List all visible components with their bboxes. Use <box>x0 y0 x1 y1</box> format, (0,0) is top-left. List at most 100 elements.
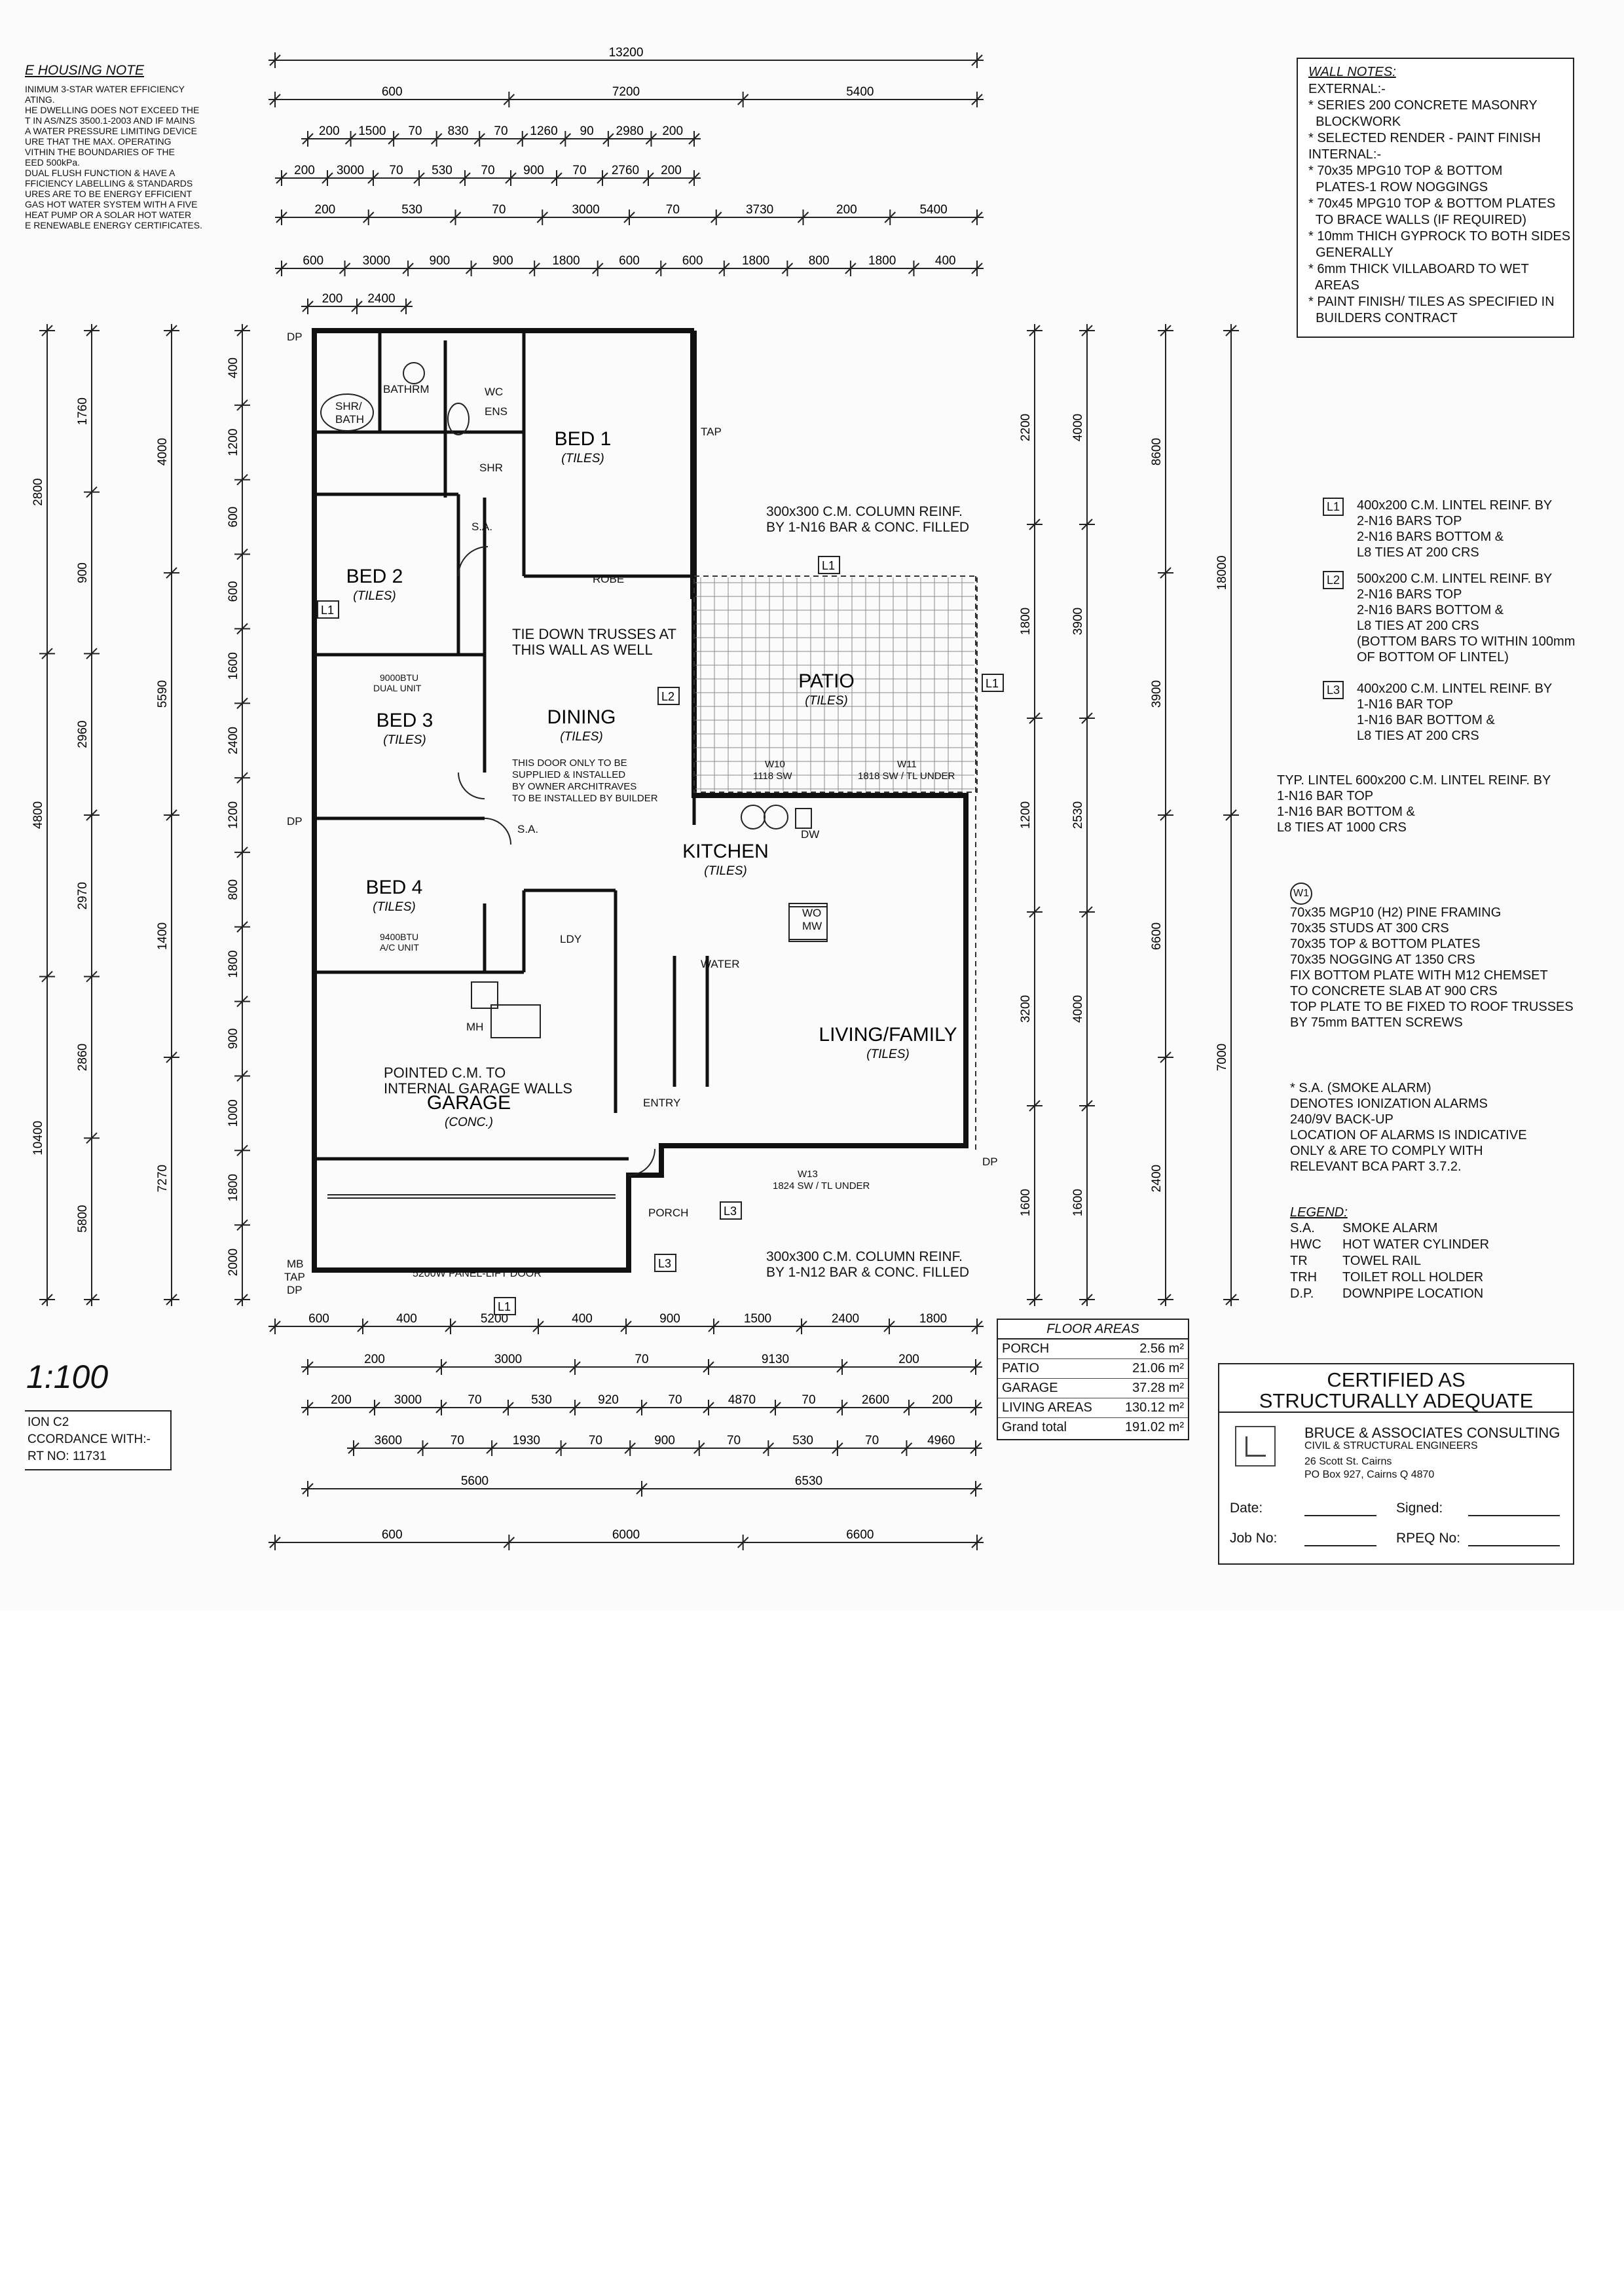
framing-line-6: TOP PLATE TO BE FIXED TO ROOF TRUSSES <box>1290 1000 1574 1014</box>
signed-label: Signed: <box>1396 1501 1443 1516</box>
wall-note-line-8: TO BRACE WALLS (IF REQUIRED) <box>1308 213 1527 227</box>
label-ens: ENS <box>485 405 507 418</box>
lintel-line: 400x200 C.M. LINTEL REINF. BY <box>1357 682 1553 696</box>
patio-tile-grid <box>695 577 974 791</box>
bottom-dim-5-label: 6530 <box>795 1474 822 1488</box>
top-dim-6-label: 1800 <box>742 254 769 268</box>
left-dim-2-label: 2860 <box>76 1044 90 1071</box>
job-label: Job No: <box>1230 1531 1278 1546</box>
window-w13-size: 1824 SW / TL UNDER <box>773 1180 870 1192</box>
door-swing-bed3 <box>458 772 485 799</box>
lintel-tag: L1 <box>1323 498 1344 516</box>
garage-door <box>327 1194 616 1199</box>
lintel-line: OF BOTTOM OF LINTEL) <box>1357 650 1509 665</box>
top-dim-3-label: 1500 <box>358 124 386 138</box>
job-line <box>1304 1545 1376 1546</box>
housing-note-title: E HOUSING NOTE <box>25 63 145 78</box>
label-robe-bed1: ROBE <box>593 573 624 585</box>
wall-note-line-1: * SERIES 200 CONCRETE MASONRY <box>1308 98 1538 113</box>
window-w10-size: 1118 SW <box>753 771 792 782</box>
bottom-dim-1-label: 2400 <box>832 1312 859 1326</box>
label-mh: MH <box>466 1021 483 1033</box>
label-bath: BATH <box>335 413 364 426</box>
top-dim-4-label: 3000 <box>337 164 364 177</box>
top-dim-6-label: 400 <box>935 254 956 268</box>
top-dim-7-label: 200 <box>322 292 343 306</box>
door-note-1: THIS DOOR ONLY TO BE <box>512 757 627 769</box>
top-dim-5-label: 70 <box>666 203 680 217</box>
label-bathrm: BATHRM <box>383 383 430 395</box>
top-dim-3-label: 200 <box>319 124 340 138</box>
left-dim-1-label: 4800 <box>31 801 45 829</box>
column-note-1b: BY 1-N16 BAR & CONC. FILLED <box>766 520 969 535</box>
right-dim-2-label: 4000 <box>1071 414 1085 441</box>
smoke-line-5: RELEVANT BCA PART 3.7.2. <box>1290 1159 1462 1174</box>
smoke-alarm-notes: * S.A. (SMOKE ALARM)DENOTES IONIZATION A… <box>1290 1080 1527 1175</box>
cert-line-1: ION C2 <box>28 1415 69 1429</box>
right-dim-2-label: 4000 <box>1071 995 1085 1023</box>
left-dim-2-label: 900 <box>76 562 90 583</box>
date-line <box>1304 1515 1376 1516</box>
top-dim-3-label: 70 <box>408 124 422 138</box>
bottom-dim-2-label: 9130 <box>762 1353 789 1366</box>
column-note-2b: BY 1-N12 BAR & CONC. FILLED <box>766 1265 969 1280</box>
left-dim-3-label: 7270 <box>156 1165 170 1192</box>
bottom-dim-3-label: 70 <box>468 1393 481 1407</box>
door-swing-bed4 <box>484 818 511 845</box>
right-dim-1-label: 3200 <box>1019 995 1033 1023</box>
right-dim-3-label: 2400 <box>1150 1165 1164 1192</box>
window-w11-size: 1818 SW / TL UNDER <box>858 771 955 782</box>
label-dw: DW <box>801 828 819 841</box>
housing-line-6: URE THAT THE MAX. OPERATING <box>25 136 172 147</box>
cert-line-3: RT NO: 11731 <box>28 1449 107 1463</box>
wall-notes-title: WALL NOTES: <box>1308 65 1396 79</box>
left-dim-2-label: 1760 <box>76 397 90 425</box>
room-bed-3: BED 3 <box>377 710 434 731</box>
room-finish: (CONC.) <box>445 1116 493 1129</box>
room-patio: PATIO <box>798 670 855 692</box>
housing-line-4: T IN AS/NZS 3500.1-2003 AND IF MAINS <box>25 115 195 126</box>
bottom-dim-2-label: 70 <box>635 1353 648 1366</box>
room-bed-2: BED 2 <box>346 566 403 587</box>
tag-l1-a: L1 <box>822 559 835 572</box>
annotations: TIE DOWN TRUSSES AT THIS WALL AS WELL TH… <box>373 504 969 1280</box>
room-finish: (TILES) <box>866 1048 909 1061</box>
housing-line-15: GAS HOT WATER SYSTEM WITH A FIVE <box>25 199 198 210</box>
bottom-dim-1-label: 400 <box>572 1312 593 1326</box>
right-dim-1-label: 1200 <box>1019 801 1033 829</box>
wall-notes-box: WALL NOTES: EXTERNAL:-* SERIES 200 CONCR… <box>1297 58 1574 338</box>
top-dim-5-label: 200 <box>315 203 336 217</box>
top-dim-5-label: 3730 <box>746 203 773 217</box>
tag-l1-b: L1 <box>986 677 999 690</box>
ac-unit-2: 9400BTU <box>380 932 418 942</box>
top-dim-4-label: 200 <box>661 164 682 177</box>
label-porch: PORCH <box>648 1207 688 1219</box>
bottom-dim-6-label: 6000 <box>612 1528 640 1542</box>
left-dim-4-label: 2400 <box>227 727 240 754</box>
wall-note-line-10: GENERALLY <box>1308 246 1393 260</box>
wall-note-line-3: * SELECTED RENDER - PAINT FINISH <box>1308 131 1541 145</box>
room-bed-4: BED 4 <box>366 877 423 898</box>
rpeq-line <box>1468 1545 1560 1546</box>
pointed-cm-note: POINTED C.M. TO <box>384 1065 506 1081</box>
room-finish: (TILES) <box>373 900 415 914</box>
left-dim-3-label: 1400 <box>156 922 170 950</box>
lintel-line: L8 TIES AT 200 CRS <box>1357 729 1479 743</box>
top-dim-2-label: 600 <box>382 85 403 99</box>
bottom-dim-4-label: 4960 <box>927 1434 955 1448</box>
wall-notes-body: EXTERNAL:-* SERIES 200 CONCRETE MASONRY … <box>1308 81 1570 327</box>
top-dim-4-label: 70 <box>572 164 586 177</box>
sink-2 <box>764 805 788 829</box>
signed-line <box>1468 1515 1560 1516</box>
left-dim-4-label: 800 <box>227 879 240 900</box>
label-dp-2: DP <box>287 815 303 828</box>
left-dim-3-label: 5590 <box>156 680 170 708</box>
bottom-dim-1-label: 400 <box>396 1312 417 1326</box>
bottom-dim-3-label: 4870 <box>728 1393 756 1407</box>
top-dim-6-label: 1800 <box>552 254 580 268</box>
smoke-line-0: * S.A. (SMOKE ALARM) <box>1290 1081 1431 1095</box>
